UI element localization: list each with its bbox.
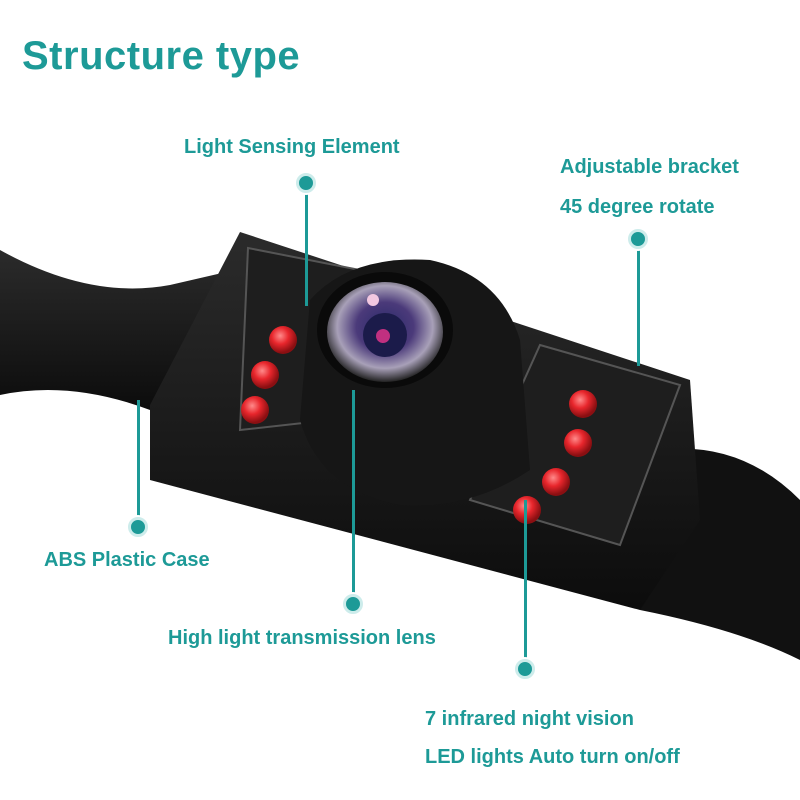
light-sensing-dot: [296, 173, 316, 193]
lens-leader: [352, 390, 355, 600]
led: [564, 429, 592, 457]
ir-label-line2: LED lights Auto turn on/off: [425, 746, 680, 768]
led: [569, 390, 597, 418]
lens-label: High light transmission lens: [168, 627, 436, 649]
led: [241, 396, 269, 424]
led: [513, 496, 541, 524]
ir-label-line1: 7 infrared night vision: [425, 708, 634, 730]
ir-leader: [524, 500, 527, 660]
light-sensing-label: Light Sensing Element: [184, 136, 400, 158]
light-sensing-leader: [305, 186, 308, 306]
lens-dot: [343, 594, 363, 614]
bracket-leader: [637, 248, 640, 366]
led: [269, 326, 297, 354]
bracket-dot: [628, 229, 648, 249]
case-dot: [128, 517, 148, 537]
page-title: Structure type: [22, 34, 301, 78]
ir-dot: [515, 659, 535, 679]
bracket-label-line2: 45 degree rotate: [560, 196, 715, 218]
case-leader: [137, 400, 140, 522]
case-label: ABS Plastic Case: [44, 549, 210, 571]
bracket-label-line1: Adjustable bracket: [560, 156, 739, 178]
led: [542, 468, 570, 496]
led: [251, 361, 279, 389]
